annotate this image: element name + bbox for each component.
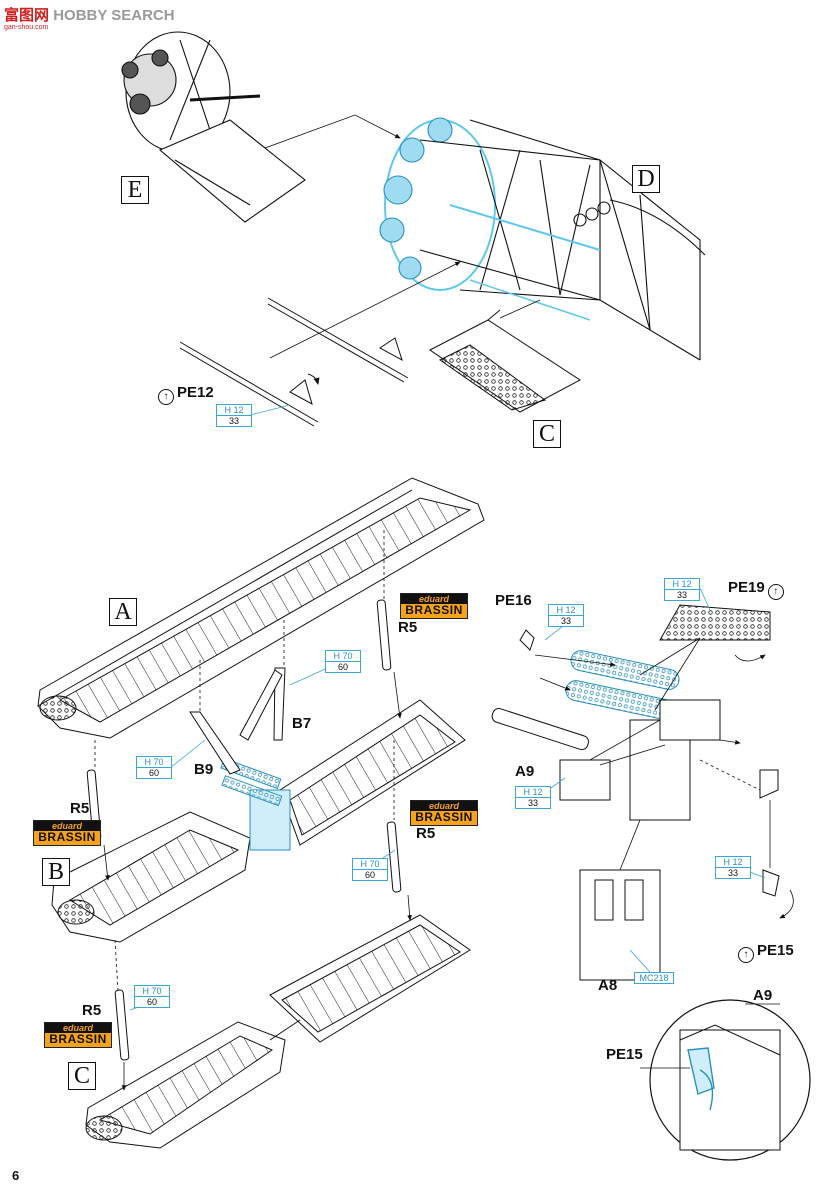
bend-icon: ↑ — [738, 947, 754, 963]
part-r5-middle-right: R5 — [416, 825, 436, 842]
part-a8: A8 — [598, 977, 618, 994]
label-box-c-bottom: C — [68, 1062, 96, 1090]
part-r5-lower-left: R5 — [82, 1002, 102, 1019]
center-guns-b — [220, 757, 291, 851]
bend-icon: ↑ — [767, 584, 784, 600]
label-box-d: D — [632, 165, 660, 193]
label-box-c-top: C — [533, 420, 561, 448]
page-number: 6 — [12, 1168, 20, 1183]
label-box-e: E — [121, 176, 149, 204]
part-r5-upper-right: R5 — [398, 619, 418, 636]
lower-wing-b-left — [51, 811, 251, 943]
label-box-a: A — [109, 598, 137, 626]
label-box-b: B — [42, 858, 70, 886]
engine-assembly-e — [121, 31, 306, 223]
bottom-wing-c-left — [85, 1021, 286, 1149]
pe19-label: PE19↑ — [728, 580, 787, 600]
part-b7: B7 — [292, 715, 312, 732]
pe15-label: ↑PE15 — [735, 943, 794, 963]
detail-view-circle — [640, 999, 811, 1161]
strut-guides — [94, 530, 413, 1091]
fuselage-frame-d — [379, 117, 706, 361]
part-r5-left: R5 — [70, 800, 90, 817]
watermark-brand: 富图网 — [4, 7, 50, 24]
watermark-url: gan-shou.com — [4, 24, 49, 31]
part-b9: B9 — [194, 761, 214, 778]
paint-callout-mc218: MC218 — [634, 972, 674, 984]
cockpit-floor-c — [429, 309, 581, 413]
watermark-logo: 富图网 HOBBY SEARCH — [4, 4, 175, 25]
watermark-site: HOBBY SEARCH — [53, 7, 175, 24]
bend-icon: ↑ — [158, 389, 174, 405]
pe15-detail-label: PE15 — [606, 1046, 643, 1063]
upper-wing-a — [37, 477, 485, 739]
part-a9: A9 — [515, 763, 535, 780]
machine-guns — [491, 604, 780, 981]
part-a9-detail: A9 — [753, 987, 773, 1004]
lower-wing-b-right — [279, 699, 466, 846]
rails-pe12 — [179, 297, 409, 427]
pe16-label: PE16 — [495, 592, 532, 609]
pe12-label: ↑PE12 — [155, 385, 214, 405]
bottom-wing-c-right — [269, 914, 471, 1043]
